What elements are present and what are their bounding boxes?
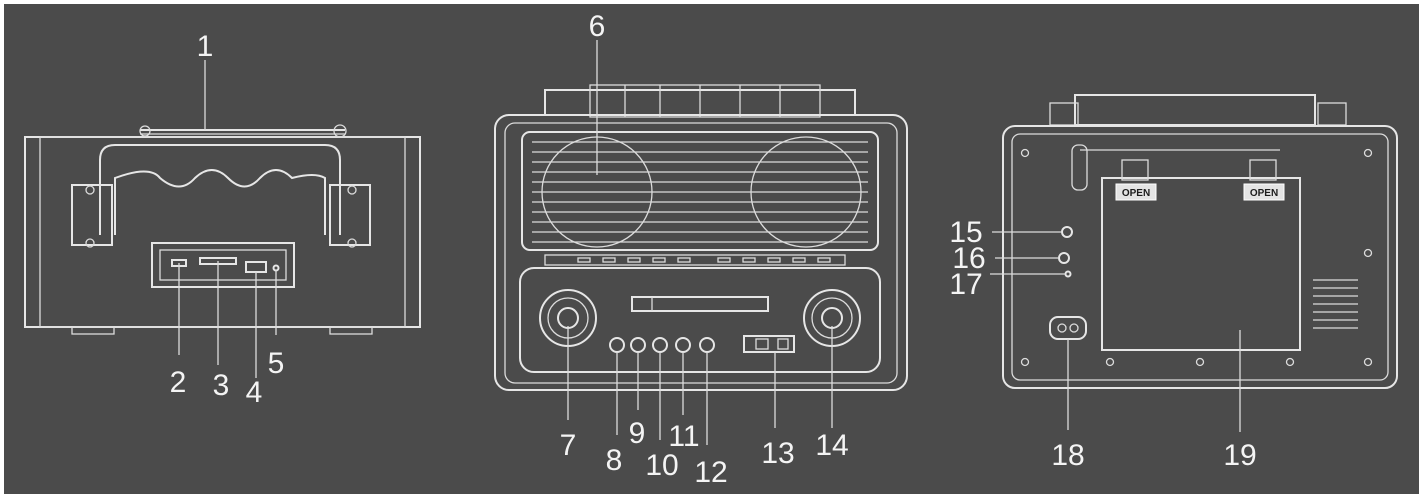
- open-tab-right: [1243, 183, 1285, 201]
- vent-slots: [1313, 279, 1358, 329]
- callout-9: 9: [629, 417, 646, 450]
- open-tab-left: [1115, 183, 1157, 201]
- right-hinge: [329, 184, 371, 246]
- back-view: OPEN OPEN: [990, 94, 1398, 432]
- open-label-left: OPEN: [1122, 188, 1150, 199]
- callout-15: 15: [949, 216, 982, 249]
- callout-19: 19: [1223, 439, 1256, 472]
- speaker-grille: [521, 131, 879, 251]
- back-body: [1002, 125, 1398, 389]
- left-hinge: [71, 184, 113, 246]
- display-window: [631, 296, 769, 312]
- callout-17: 17: [949, 268, 982, 301]
- control-panel: [519, 267, 881, 373]
- front-view: [494, 40, 908, 445]
- top-view: [24, 60, 421, 378]
- battery-cover: [1101, 177, 1301, 351]
- handle: [99, 144, 341, 235]
- callout-5: 5: [268, 347, 285, 380]
- callout-12: 12: [694, 456, 727, 489]
- jack-17: [1064, 270, 1072, 278]
- callout-3: 3: [213, 369, 230, 402]
- callout-1: 1: [197, 30, 214, 63]
- callout-16: 16: [952, 242, 985, 275]
- callout-14: 14: [815, 429, 848, 462]
- callout-13: 13: [761, 437, 794, 470]
- front-body: [494, 114, 908, 391]
- callout-10: 10: [645, 449, 678, 482]
- open-label-right: OPEN: [1250, 188, 1278, 199]
- callout-2: 2: [170, 366, 187, 399]
- callout-numbers: 1 2 3 4 5 6 7 8 9 10 11 12 13 14 15 16 1…: [170, 10, 1257, 489]
- callout-8: 8: [606, 444, 623, 477]
- callout-18: 18: [1051, 439, 1084, 472]
- callout-11: 11: [668, 420, 699, 453]
- mode-switch: [743, 335, 795, 353]
- callout-7: 7: [560, 429, 577, 462]
- callout-4: 4: [246, 376, 263, 409]
- callout-6: 6: [589, 10, 606, 43]
- port-panel: [151, 242, 295, 288]
